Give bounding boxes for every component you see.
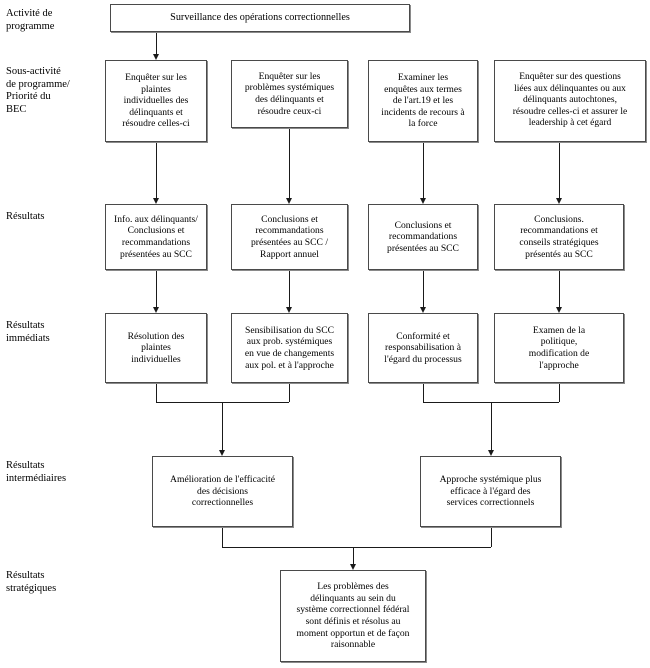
node-imm-resolution-plaintes: Résolution des plaintes individuelles (105, 313, 207, 383)
merge-arrowhead-merge-intermediate-to-strategique (349, 564, 356, 570)
node-imm-examen-politique: Examen de la politique, modification de … (494, 313, 624, 383)
row-label-sous-activite-de-programme: Sous-activité de programme/ Priorité du … (6, 66, 70, 115)
arrowhead-col2-res-to-imm (285, 307, 292, 313)
node-res-conclusions-scc: Conclusions et recommandations présentée… (368, 204, 478, 270)
connector-col4-sub-to-res (559, 142, 560, 199)
merge-arrowhead-merge-left-to-amelioration (218, 450, 225, 456)
row-label-resultats-strategiques: Résultats stratégiques (6, 570, 57, 594)
connector-col4-res-to-imm (559, 270, 560, 308)
node-res-info-delinquants: Info. aux délinquants/ Conclusions et re… (105, 204, 207, 270)
arrowhead-col1-res-to-imm (152, 307, 159, 313)
connector-top-to-col1 (156, 32, 157, 55)
node-inter-approche-systemique: Approche systémique plus efficace à l'ég… (420, 456, 561, 527)
node-sub-plaintes-individuelles: Enquêter sur les plaintes individuelles … (105, 60, 207, 142)
merge-stub-merge-right-to-approche-0 (423, 383, 424, 402)
row-label-resultats: Résultats (6, 211, 45, 222)
merge-stub-merge-intermediate-to-strategique-0 (222, 527, 223, 547)
node-sub-enquetes-art19: Examiner les enquêtes aux termes de l'ar… (368, 60, 478, 142)
merge-stub-merge-left-to-amelioration-0 (156, 383, 157, 402)
node-inter-amelioration-efficacite: Amélioration de l'efficacité des décisio… (152, 456, 293, 527)
node-imm-sensibilisation-scc: Sensibilisation du SCC aux prob. systémi… (231, 313, 348, 383)
row-label-resultats-intermediaires: Résultats intermédiaires (6, 460, 67, 484)
merge-bus-merge-intermediate-to-strategique (222, 547, 491, 548)
node-surveillance-operations: Surveillance des opérations correctionne… (110, 4, 410, 32)
node-res-conclusions-rapport-annuel: Conclusions et recommandations présentée… (231, 204, 348, 270)
node-strat-problemes-delinquants: Les problèmes des délinquants au sein du… (280, 570, 426, 662)
node-res-conseils-strategiques: Conclusions. recommandations et conseils… (494, 204, 624, 270)
arrowhead-col2-sub-to-res (285, 198, 292, 204)
row-label-activite-de-programme: Activité de programme (6, 8, 55, 32)
node-sub-problemes-systemiques: Enquêter sur les problèmes systémiques d… (231, 60, 348, 128)
node-sub-questions-autochtones: Enquêter sur des questions liées aux dél… (494, 60, 646, 142)
merge-drop-merge-left-to-amelioration (222, 402, 223, 451)
node-imm-conformite-responsabilisation: Conformité et responsabilisation à l'éga… (368, 313, 478, 383)
merge-drop-merge-intermediate-to-strategique (353, 547, 354, 565)
arrowhead-top-to-col1 (152, 54, 159, 60)
arrowhead-col4-res-to-imm (555, 307, 562, 313)
row-label-resultats-immediats: Résultats immédiats (6, 320, 50, 344)
merge-stub-merge-intermediate-to-strategique-1 (491, 527, 492, 547)
connector-col3-res-to-imm (423, 270, 424, 308)
merge-stub-merge-left-to-amelioration-1 (289, 383, 290, 402)
connector-col1-sub-to-res (156, 142, 157, 199)
connector-col1-res-to-imm (156, 270, 157, 308)
connector-col2-sub-to-res (289, 128, 290, 199)
merge-stub-merge-right-to-approche-1 (559, 383, 560, 402)
merge-arrowhead-merge-right-to-approche (487, 450, 494, 456)
arrowhead-col3-res-to-imm (419, 307, 426, 313)
arrowhead-col1-sub-to-res (152, 198, 159, 204)
merge-drop-merge-right-to-approche (491, 402, 492, 451)
arrowhead-col3-sub-to-res (419, 198, 426, 204)
connector-col3-sub-to-res (423, 142, 424, 199)
connector-col2-res-to-imm (289, 270, 290, 308)
arrowhead-col4-sub-to-res (555, 198, 562, 204)
